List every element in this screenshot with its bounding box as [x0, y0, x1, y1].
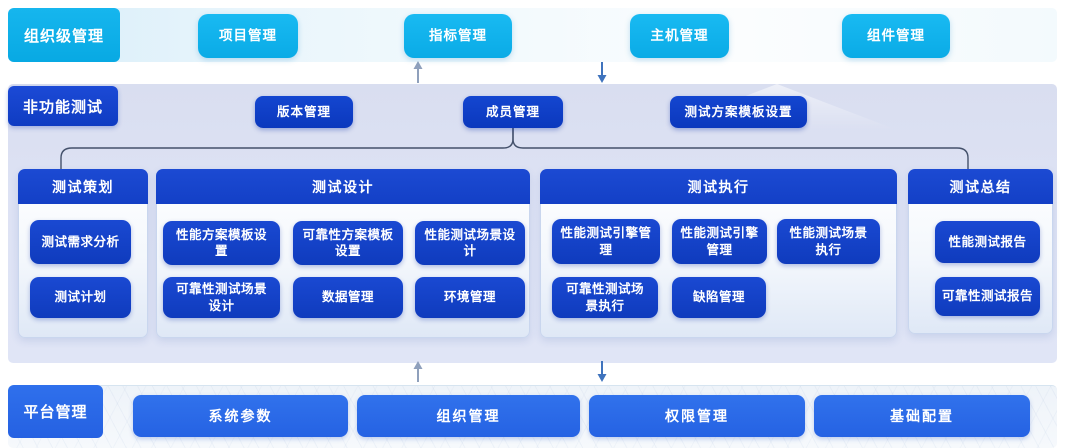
member-management-button[interactable]: 成员管理	[463, 96, 563, 128]
permission-management-button[interactable]: 权限管理	[589, 395, 805, 437]
defect-management-button[interactable]: 缺陷管理	[672, 277, 766, 318]
perf-plan-template-settings-button[interactable]: 性能方案模板设置	[163, 221, 280, 265]
version-management-button[interactable]: 版本管理	[255, 96, 353, 128]
project-management-button[interactable]: 项目管理	[198, 14, 298, 58]
system-params-button[interactable]: 系统参数	[133, 395, 348, 437]
test-requirement-analysis-button[interactable]: 测试需求分析	[30, 220, 131, 264]
test-summary-header: 测试总结	[908, 169, 1053, 204]
indicator-management-button[interactable]: 指标管理	[404, 14, 512, 58]
down-arrow-icon	[597, 62, 607, 83]
test-plan-button[interactable]: 测试计划	[30, 277, 131, 318]
test-execution-header: 测试执行	[540, 169, 897, 204]
up-arrow-icon	[413, 61, 423, 83]
reliability-test-report-button[interactable]: 可靠性测试报告	[935, 277, 1040, 316]
org-management-button[interactable]: 组织管理	[357, 395, 580, 437]
up-arrow-icon	[413, 361, 423, 382]
perf-test-report-button[interactable]: 性能测试报告	[935, 221, 1040, 263]
down-arrow-icon	[597, 361, 607, 382]
reliability-plan-template-settings-button[interactable]: 可靠性方案模板设置	[293, 221, 403, 265]
basic-config-button[interactable]: 基础配置	[814, 395, 1030, 437]
perf-test-engine-management-button[interactable]: 性能测试引擎管理	[552, 219, 660, 264]
test-design-header: 测试设计	[156, 169, 530, 204]
host-management-button[interactable]: 主机管理	[630, 14, 729, 58]
reliability-test-scenario-design-button[interactable]: 可靠性测试场景设计	[163, 277, 280, 318]
environment-management-button[interactable]: 环境管理	[415, 277, 525, 318]
perf-test-scenario-design-button[interactable]: 性能测试场景设计	[415, 221, 525, 265]
component-management-button[interactable]: 组件管理	[842, 14, 950, 58]
platform-band-label: 平台管理	[8, 385, 103, 438]
perf-test-engine-management-button-2[interactable]: 性能测试引擎管理	[672, 219, 767, 264]
perf-test-scenario-execution-button[interactable]: 性能测试场景执行	[777, 219, 880, 264]
nft-band-label: 非功能测试	[8, 86, 118, 126]
data-management-button[interactable]: 数据管理	[293, 277, 403, 318]
org-band-label: 组织级管理	[8, 8, 120, 62]
test-planning-header: 测试策划	[18, 169, 148, 204]
reliability-test-scenario-execution-button[interactable]: 可靠性测试场景执行	[552, 277, 658, 318]
test-plan-template-settings-button[interactable]: 测试方案模板设置	[670, 96, 807, 128]
